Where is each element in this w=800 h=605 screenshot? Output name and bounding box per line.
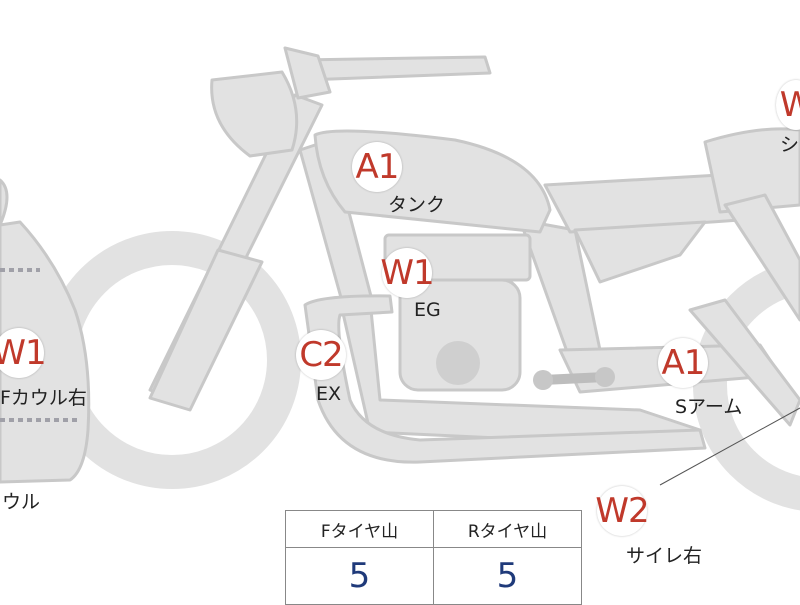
shock-absorber xyxy=(688,298,800,427)
engine-block xyxy=(398,278,522,392)
f-cowl-right-label: Fカウル右 xyxy=(0,387,87,409)
frame-cradle xyxy=(338,298,702,447)
engine-label: EG xyxy=(414,299,441,321)
tire-tread-table: Fタイヤ山 Rタイヤ山 5 5 xyxy=(285,510,582,605)
seat-code-badge[interactable]: W xyxy=(776,80,800,130)
mirror-stem xyxy=(283,46,332,100)
headlight xyxy=(210,70,299,158)
handlebar xyxy=(298,55,492,82)
tank-code-badge[interactable]: A1 xyxy=(352,142,402,192)
seat-label: シ xyxy=(780,134,800,156)
seat-rear xyxy=(703,127,800,214)
silencer-right-code-badge[interactable]: W2 xyxy=(595,486,650,536)
exhaust-pipe xyxy=(303,294,707,464)
f-cowl-right-code-badge[interactable]: W1 xyxy=(0,328,47,378)
front-fork-lower xyxy=(148,248,264,412)
cowl-partial-label: ウル xyxy=(2,491,41,513)
exhaust-label: EX xyxy=(316,383,342,405)
tank-label: タンク xyxy=(388,194,446,216)
silencer-leader-line xyxy=(659,407,800,486)
rear-stay xyxy=(723,193,800,322)
engine-code-badge[interactable]: W1 xyxy=(380,248,435,298)
rear-wheel xyxy=(693,259,800,511)
rear-tire-header: Rタイヤ山 xyxy=(433,510,582,548)
exhaust-code-badge[interactable]: C2 xyxy=(296,330,346,380)
side-cover xyxy=(573,220,707,284)
engine-cover xyxy=(436,341,480,385)
rear-tire-value: 5 xyxy=(433,547,582,605)
seat xyxy=(543,173,742,234)
footpeg xyxy=(538,372,610,385)
silencer-right-label: サイレ右 xyxy=(626,545,703,567)
front-tire-value: 5 xyxy=(285,547,434,605)
swingarm-code-badge[interactable]: A1 xyxy=(658,338,708,388)
front-cowl xyxy=(0,178,91,484)
swingarm-label: Sアーム xyxy=(675,396,743,418)
front-tire-header: Fタイヤ山 xyxy=(285,510,434,548)
